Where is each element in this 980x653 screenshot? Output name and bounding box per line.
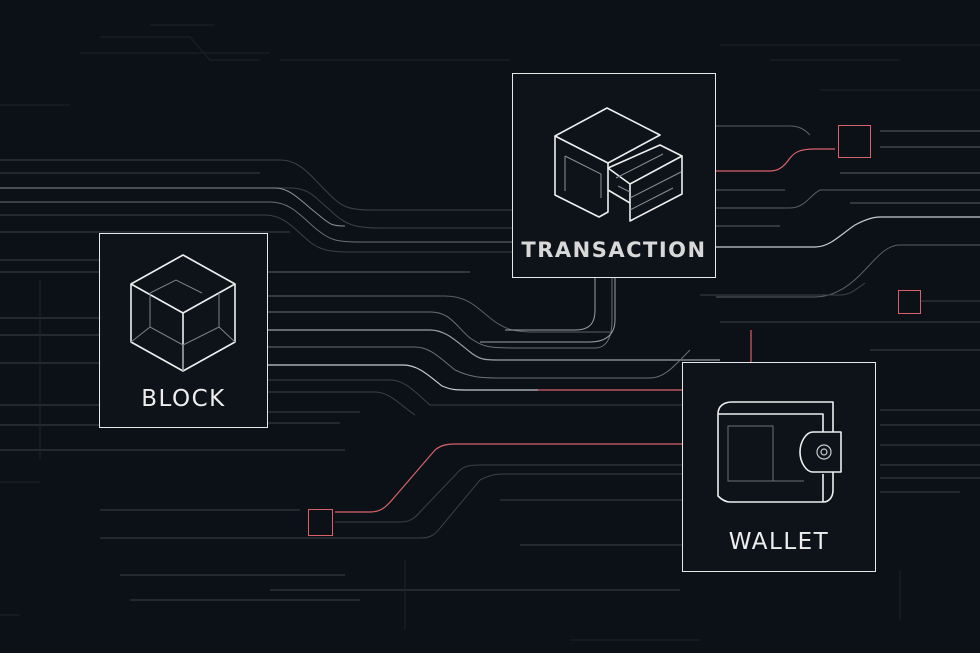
stacked-boxes-icon (554, 107, 683, 222)
square-pad-bottom-left (308, 509, 333, 536)
block-label: BLOCK (141, 386, 226, 412)
wallet-icon (717, 401, 842, 503)
square-pad-right (898, 290, 921, 314)
block-node[interactable]: BLOCK (99, 233, 268, 428)
wallet-label: WALLET (728, 529, 830, 555)
wallet-node[interactable]: WALLET (682, 362, 876, 572)
cube-icon (130, 254, 236, 372)
transaction-label: TRANSACTION (521, 238, 707, 262)
transaction-node[interactable]: TRANSACTION (512, 73, 716, 278)
square-pad-top-right (838, 125, 871, 158)
